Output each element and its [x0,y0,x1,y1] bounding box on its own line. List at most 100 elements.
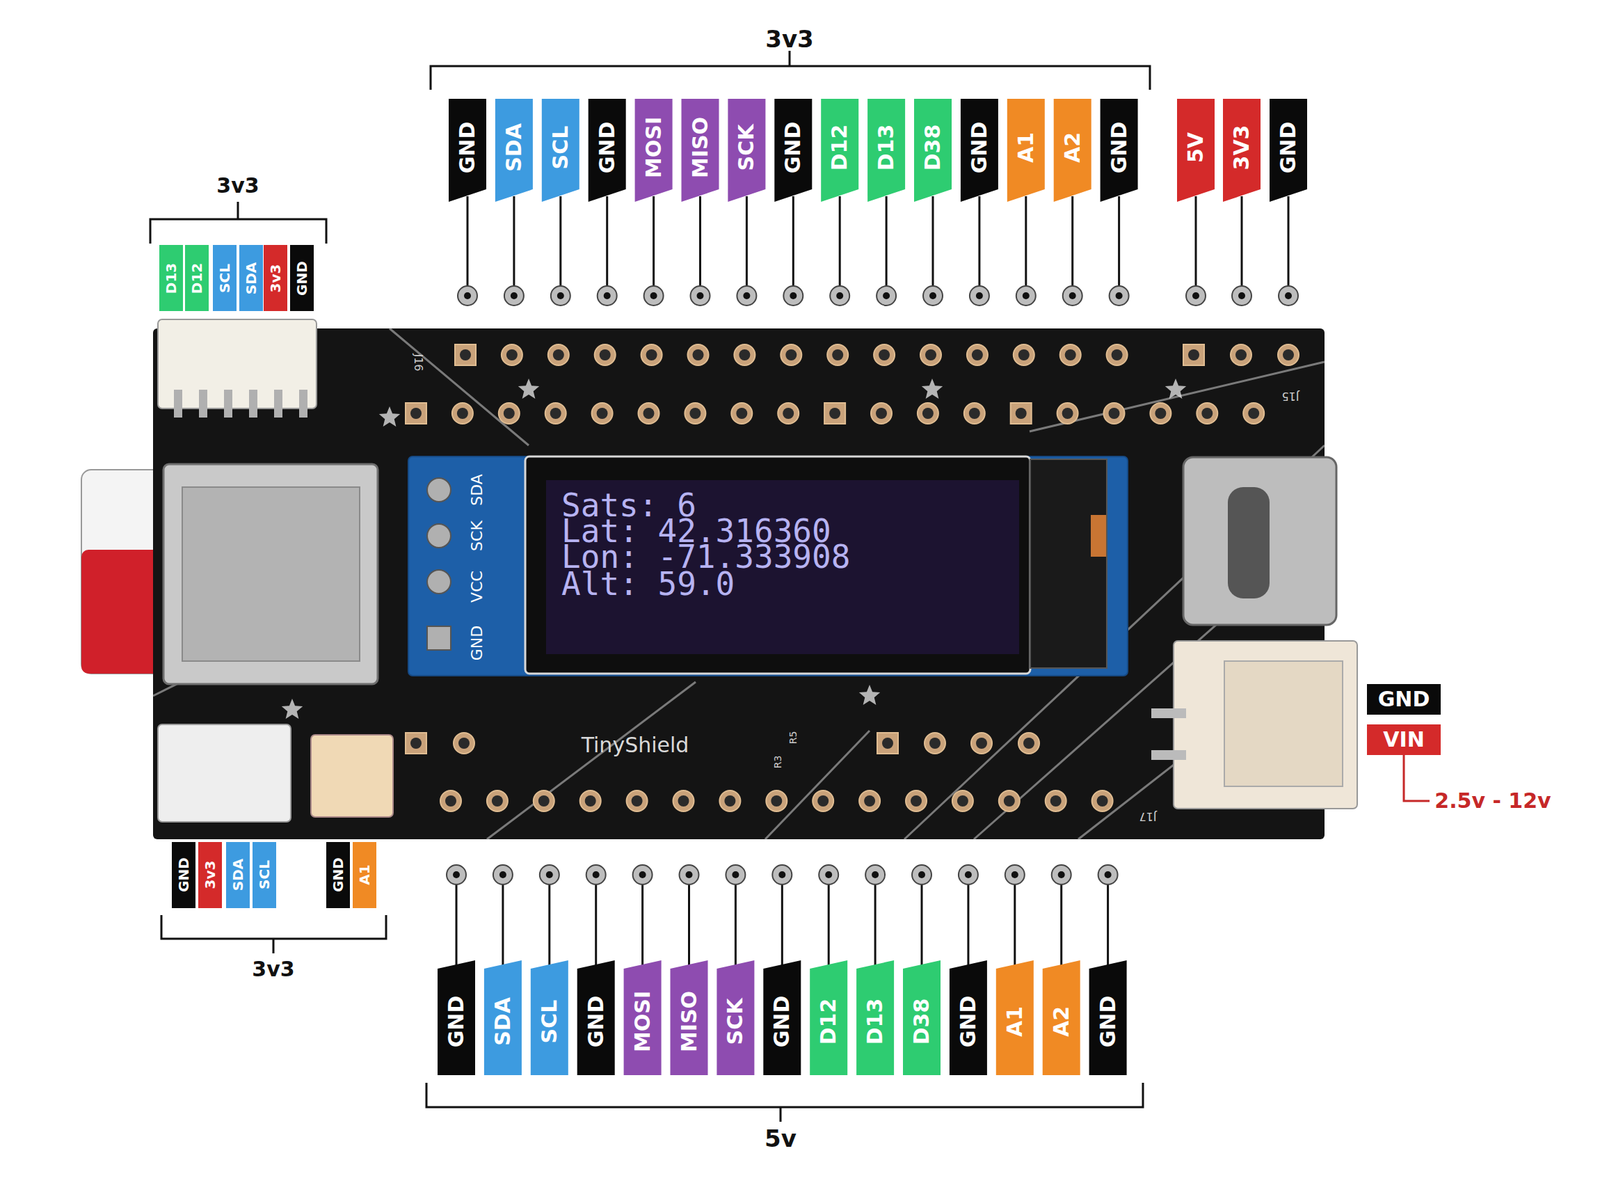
group-bracket [426,1082,1143,1122]
pin-dot-center [976,292,983,300]
leader-line [652,196,655,286]
pin-dot-center [1284,292,1292,300]
round-pad [548,344,570,366]
silkscreen-star [859,684,880,705]
connector-pin [1151,749,1187,760]
round-pad [765,790,787,812]
pin-dot [1232,285,1252,306]
pin-label: 5V [1185,132,1207,163]
leader-line [978,196,981,286]
silkscreen-star [921,378,943,399]
pin-tag [1100,98,1139,202]
power-tag [1366,724,1441,755]
round-pad [998,790,1020,812]
leader-line [559,196,562,286]
pin-tag [588,98,627,202]
pin-dot-center [964,870,972,878]
pad-hole [689,407,701,419]
pin-dot-center [546,870,554,878]
pin-tag [1177,98,1215,202]
leader-line [594,884,597,969]
pad-hole [829,407,841,419]
square-pad [1183,344,1205,366]
jst-connector [157,724,291,822]
pin-dot [586,864,606,885]
pin-dot-center [1115,292,1123,300]
pin-dot [539,864,560,885]
leader-line [1241,196,1244,286]
pin-tag [774,98,812,202]
pad-hole [585,795,597,807]
round-pad [1018,732,1040,754]
pin-label: D13 [875,124,897,172]
pin-tag [949,960,988,1075]
round-pad [905,790,927,812]
pad-hole [738,349,750,361]
pin-label: GND [457,121,478,174]
pin-tag [996,960,1034,1075]
pad-hole [1108,407,1120,419]
connector-pin [274,389,283,418]
pad-hole [1201,407,1213,419]
oled-pin-label: SCK [469,520,485,551]
round-pad [966,344,988,366]
pin-dot [783,285,803,306]
pin-dot-center [1058,870,1066,878]
pad-hole [976,737,988,749]
resistor-designator: R3 [772,755,783,769]
pin-label: SCL [257,859,272,890]
round-pad [964,402,986,424]
leader-line [966,884,970,969]
pin-label: SCL [217,263,232,293]
pin-dot [504,285,524,306]
pad-hole [1003,795,1015,807]
leader-line [466,196,469,286]
round-pad [1243,402,1264,424]
pad-hole [692,349,704,361]
pad-hole [457,407,469,419]
pad-hole [596,407,608,419]
pin-tag [1042,960,1081,1075]
pin-tag [1007,98,1045,202]
voltage-group-label: 5v [764,1126,797,1150]
round-pad [1230,344,1252,366]
pin-tag [727,98,766,202]
pin-label: SDA [503,123,525,172]
pin-dot [690,285,711,306]
voltage-group-label: 3v3 [251,958,295,980]
pin-dot [736,285,757,306]
square-pad [454,344,476,366]
round-pad [1106,344,1128,366]
round-pad [917,402,939,424]
pin-tag [252,841,277,908]
leader-line [792,196,795,286]
pad-hole [538,795,550,807]
pin-tag [867,98,906,202]
pin-tag [226,841,250,908]
pin-dot [1098,864,1118,885]
pin-tag [1089,960,1127,1075]
round-pad [920,344,942,366]
pin-dot-center [557,292,565,300]
round-pad [1149,402,1171,424]
pad-hole [410,737,422,749]
pin-tag [809,960,848,1075]
pin-dot-center [1192,292,1200,300]
round-pad [859,790,880,812]
pin-dot [679,864,700,885]
pin-tag [171,841,196,908]
pad-hole [445,795,457,807]
pin-label: GND [1097,995,1119,1048]
pad-hole [1062,407,1074,419]
leader-line [827,884,830,969]
sd-slot-inner [182,486,360,661]
pin-dot [457,285,478,306]
pin-dot-center [499,870,507,878]
pin-dot-center [789,292,797,300]
silkscreen-star [518,378,540,399]
round-pad [719,790,741,812]
voltage-leader [1403,754,1430,801]
pin-label: A2 [1051,1005,1072,1037]
